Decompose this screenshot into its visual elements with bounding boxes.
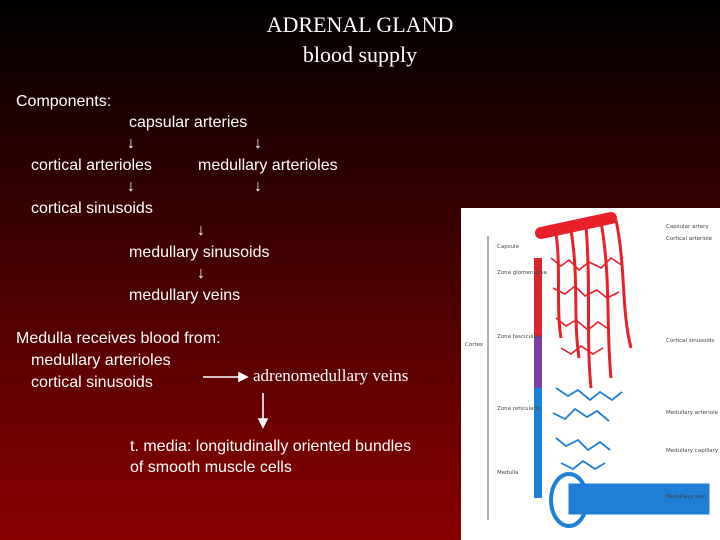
medullary-sinusoid-network: [553, 388, 622, 469]
cortical-arterioles: [556, 220, 631, 388]
svg-text:Capsular artery: Capsular artery: [666, 224, 709, 230]
svg-text:Medullary capillary: Medullary capillary: [666, 448, 719, 454]
cortex-bar-zr: [534, 388, 542, 498]
svg-text:Zona glomerulosa: Zona glomerulosa: [497, 270, 547, 276]
svg-text:Medullary vein: Medullary vein: [666, 494, 707, 500]
cortex-bar-zf: [534, 336, 542, 388]
svg-text:Zona fasciculata: Zona fasciculata: [497, 334, 542, 340]
svg-text:Cortical sinusoids: Cortical sinusoids: [666, 338, 714, 344]
medullary-vein: [551, 474, 709, 526]
svg-text:Medulla: Medulla: [497, 470, 519, 476]
svg-text:Zona reticularis: Zona reticularis: [497, 406, 540, 412]
svg-text:Cortex: Cortex: [465, 342, 484, 348]
capsule-outline: [487, 236, 489, 520]
svg-text:Cortical arteriole: Cortical arteriole: [666, 236, 713, 242]
svg-text:Capsule: Capsule: [497, 244, 520, 250]
right-figure-labels: Capsular artery Cortical arteriole Corti…: [666, 224, 719, 500]
svg-text:Medullary arteriole: Medullary arteriole: [666, 410, 719, 416]
adrenal-vasculature-figure: Capsular artery Cortical arteriole Corti…: [461, 208, 720, 540]
